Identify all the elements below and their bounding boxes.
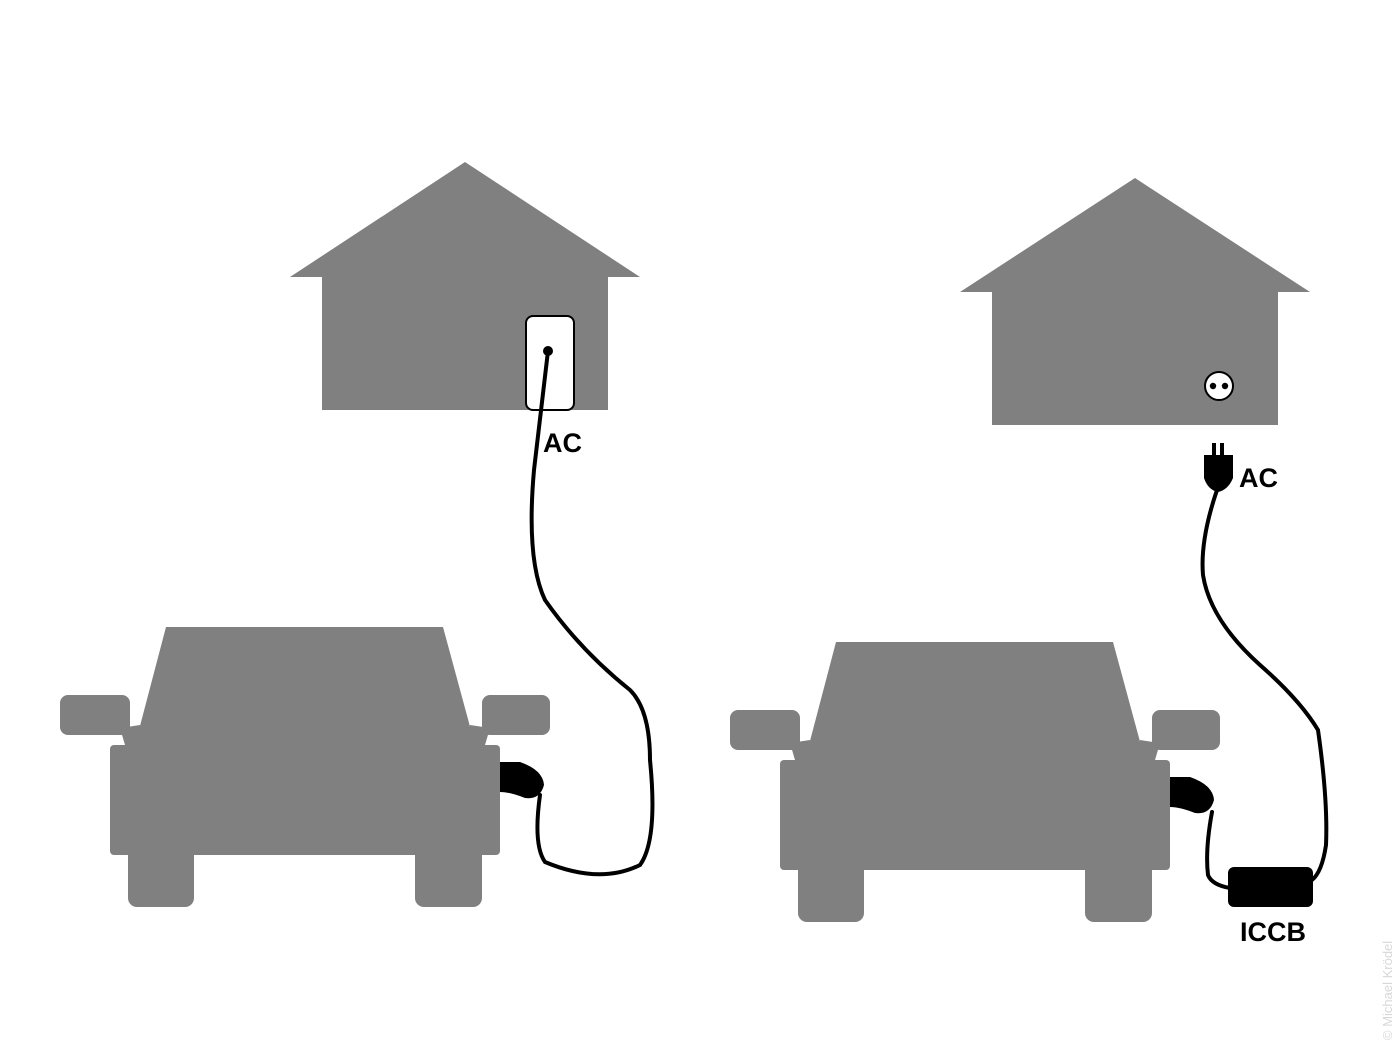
left-scene: AC	[60, 162, 655, 907]
iccb-label: ICCB	[1240, 917, 1306, 947]
plug-icon	[1204, 443, 1233, 492]
supply-cable	[1200, 488, 1329, 882]
house-icon	[960, 178, 1310, 425]
right-scene: AC ICCB	[730, 178, 1329, 947]
outlet-label: AC	[543, 428, 582, 458]
iccb-box-icon	[1228, 867, 1313, 907]
car-icon	[60, 627, 550, 907]
watermark: © Michael Krödel	[1380, 941, 1395, 1040]
charging-cable	[529, 349, 655, 877]
car-icon	[730, 642, 1220, 922]
household-socket-icon	[1204, 371, 1234, 401]
charging-connector-icon	[1170, 777, 1214, 814]
charging-connector-icon	[500, 762, 544, 799]
plug-label: AC	[1239, 463, 1278, 493]
house-icon	[290, 162, 640, 410]
wallbox-icon	[525, 315, 575, 411]
charging-cable	[1205, 810, 1232, 890]
